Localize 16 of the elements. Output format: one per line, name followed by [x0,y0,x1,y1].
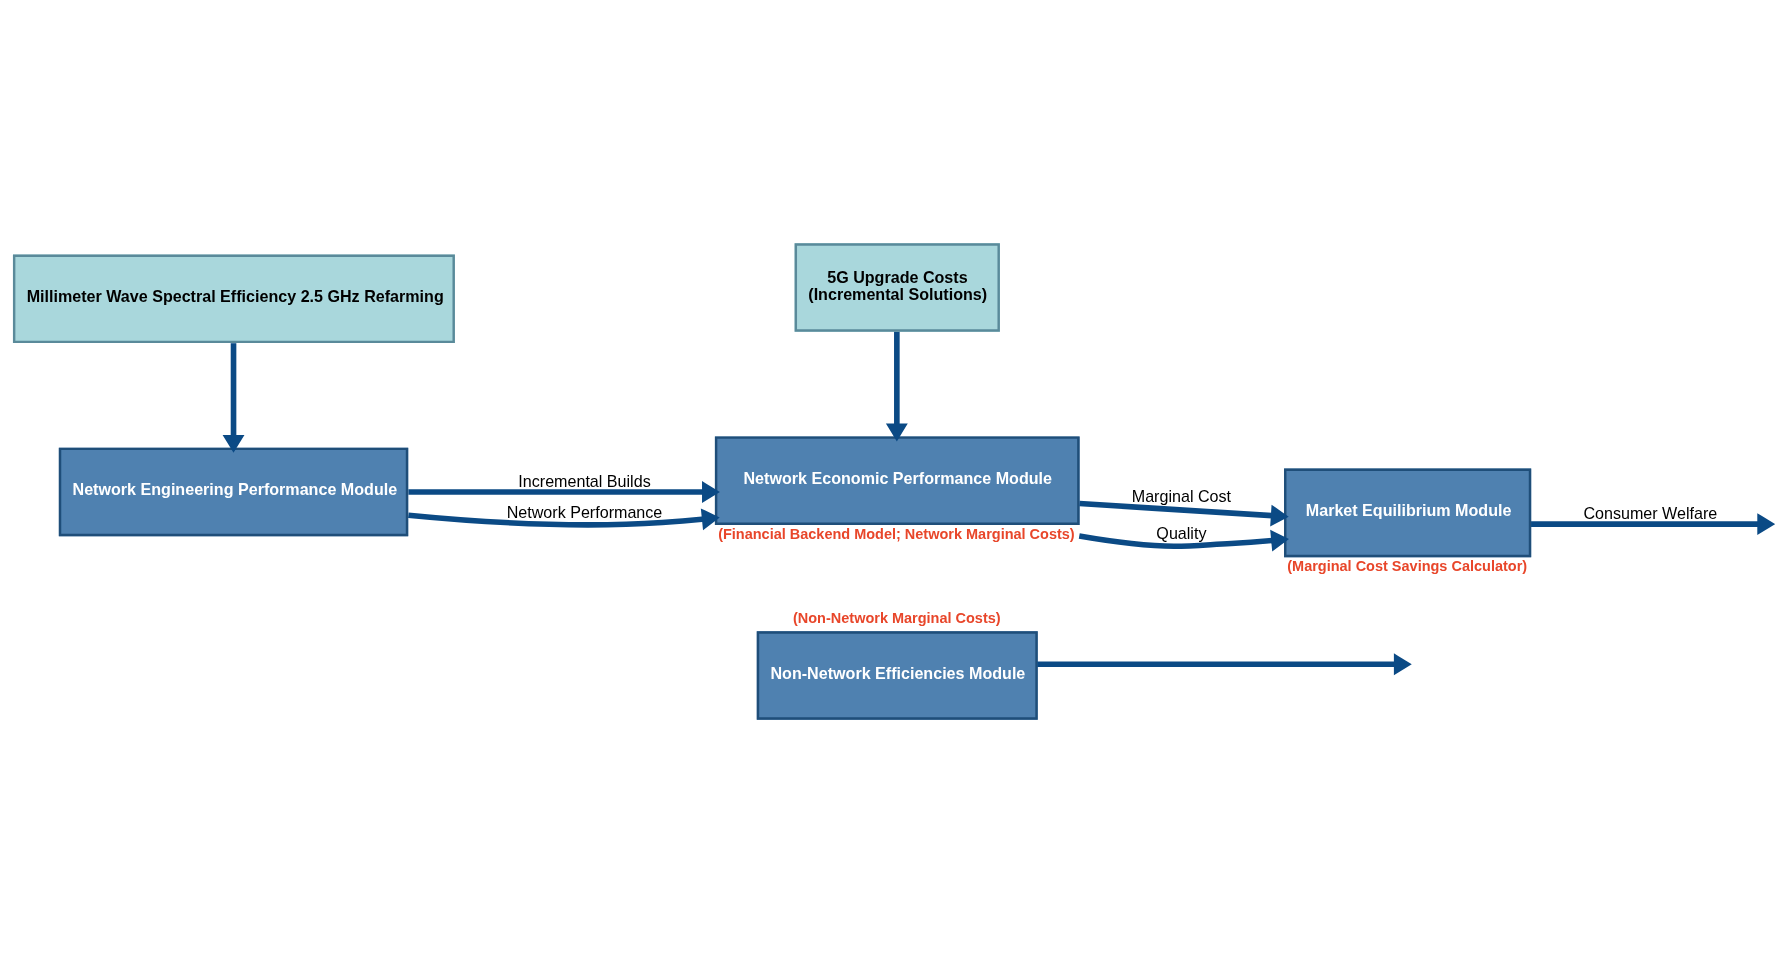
arrow [408,480,720,503]
arrow [408,507,720,530]
edge-label: Network Performance [506,502,663,521]
node-label: (Marginal Cost Savings Calculator) [1287,557,1528,574]
arrow [1531,512,1775,535]
edge-label: Consumer Welfare [1583,503,1718,522]
arrow [1079,500,1289,526]
arrow [885,331,908,441]
edge-label: Marginal Cost [1131,486,1232,505]
edge-label: Incremental Builds [518,471,651,490]
arrow [1078,529,1289,551]
node-label: (Financial Backend Model; Network Marginal Costs) [718,525,1075,542]
edge-label: Quality [1156,523,1207,542]
arrow [222,342,245,453]
node-label: (Non-Network Marginal Costs) [793,609,1001,626]
arrow [1037,652,1412,675]
